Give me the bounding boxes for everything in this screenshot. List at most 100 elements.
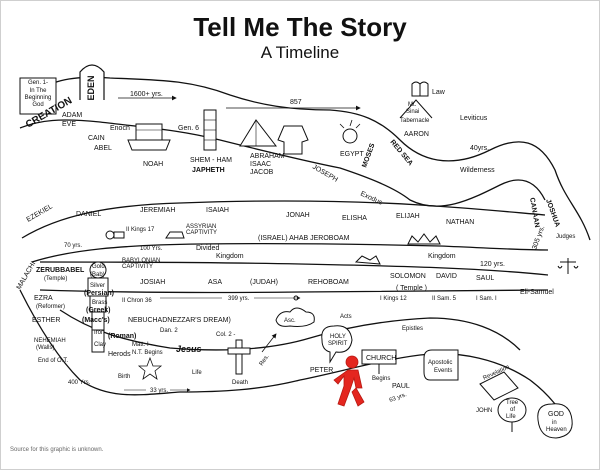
acts-label: Acts bbox=[340, 314, 352, 320]
judges-label: Judges bbox=[556, 234, 575, 240]
assyrian-label-1: ASSYRIAN bbox=[186, 224, 216, 230]
page-subtitle: A Timeline bbox=[261, 43, 339, 62]
redsea-label: RED SEA bbox=[388, 139, 413, 167]
elisamuel-label: Eli-Samuel bbox=[520, 289, 554, 296]
eden-label: EDEN bbox=[86, 75, 96, 100]
canaan-label: CANAAN bbox=[528, 197, 540, 228]
dan2-label: Dan. 2 bbox=[160, 328, 178, 334]
peter-label: PETER bbox=[310, 367, 333, 374]
revelation-scroll bbox=[479, 371, 519, 401]
apostolic-scroll bbox=[423, 349, 459, 381]
jacob-label: JACOB bbox=[250, 169, 274, 176]
tree-of-life-icon bbox=[497, 397, 527, 432]
chron36-label: II Chron 36 bbox=[122, 298, 152, 304]
yrs305-label: 305 yrs. bbox=[531, 225, 546, 251]
ezra-label: EZRA bbox=[34, 295, 53, 302]
babylonian-label-1: BABYLONIAN bbox=[122, 258, 160, 264]
yrs400-label: 400 Yrs. bbox=[68, 380, 91, 386]
beginning-label-2: Beginning bbox=[25, 95, 52, 101]
res-label: Res. bbox=[259, 353, 271, 367]
malachi-label: MALACHI bbox=[16, 261, 38, 291]
tree-label-1: Tree bbox=[506, 400, 519, 406]
holy-spirit-bubble bbox=[321, 325, 353, 364]
herods-label: Herods bbox=[108, 351, 131, 358]
tree-label-2: of bbox=[510, 407, 515, 413]
zerubbabel-label: ZERUBBABEL bbox=[36, 267, 85, 274]
yrs40-label: 40yrs. bbox=[470, 145, 489, 152]
exodus-label: Exodus bbox=[359, 190, 384, 206]
daniel-label: DANIEL bbox=[76, 211, 101, 218]
wilderness-label: Wilderness bbox=[460, 167, 495, 174]
source-note: Source for this graphic is unknown. bbox=[10, 447, 104, 453]
sam1-1-label: I Sam. I bbox=[476, 296, 497, 302]
elijah-label: ELIJAH bbox=[396, 213, 420, 220]
divided-kingdom-label: Kingdom bbox=[216, 253, 244, 260]
zerubbabel-temple-label: (Temple) bbox=[44, 276, 67, 282]
church-label: CHURCH bbox=[366, 355, 396, 362]
cain-label: CAIN bbox=[88, 135, 105, 142]
tent-icon bbox=[239, 119, 278, 147]
divided-label: Divided bbox=[196, 245, 219, 252]
apostolic-label-2: Events bbox=[434, 368, 452, 374]
isaac-label: ISAAC bbox=[250, 161, 271, 168]
abraham-label: ABRAHAM bbox=[250, 153, 285, 160]
walls-label: (Walls) bbox=[36, 345, 54, 351]
holyspirit-label-1: HOLY bbox=[330, 334, 346, 340]
josiah-label: JOSIAH bbox=[140, 279, 165, 286]
judah-label: (JUDAH) bbox=[250, 279, 278, 286]
jonah-label: JONAH bbox=[286, 212, 310, 219]
scales-icon bbox=[557, 258, 579, 274]
israel-label: (ISRAEL) AHAB JEROBOAM bbox=[258, 235, 350, 242]
yrs70-label: 70 yrs. bbox=[64, 243, 82, 249]
sinai-label-2: Sinai bbox=[406, 109, 419, 115]
law-tablets-icon bbox=[411, 81, 429, 97]
shackle-icon bbox=[105, 230, 125, 240]
law-label: Law bbox=[432, 89, 446, 96]
rocks-icon bbox=[354, 255, 381, 265]
ascension-cloud bbox=[275, 307, 315, 327]
assyrian-label-2: CAPTIVITY bbox=[186, 230, 217, 236]
temple-label: ( Temple ) bbox=[396, 285, 427, 292]
yrs120-label: 120 yrs. bbox=[480, 261, 505, 268]
sam2-5-label: II Sam. 5 bbox=[432, 296, 457, 302]
david-label: DAVID bbox=[436, 273, 457, 280]
creation-panel: Gen. 1- In The Beginning God CREATION AD… bbox=[19, 77, 82, 131]
god-label: God bbox=[32, 102, 43, 108]
brass-label: Brass bbox=[92, 300, 107, 306]
eve-label: EVE bbox=[62, 121, 76, 128]
cross-icon bbox=[227, 339, 251, 375]
eden-gate: EDEN bbox=[79, 64, 105, 101]
iron-label: Iron bbox=[94, 330, 104, 336]
paul-label: PAUL bbox=[392, 383, 410, 390]
tabernacle-label: Tabernacle bbox=[400, 118, 430, 124]
gen1-label: Gen. 1- bbox=[28, 80, 48, 86]
burning-bush-icon bbox=[339, 119, 361, 144]
kingdom-label: Kingdom bbox=[428, 253, 456, 260]
apostolic-label-1: Apostolic bbox=[428, 360, 452, 366]
babel-tower-icon bbox=[203, 109, 217, 151]
begins-label: Begins bbox=[372, 376, 390, 382]
coat-icon bbox=[277, 125, 309, 155]
asc-label: Asc. bbox=[284, 318, 296, 324]
end-ot-label: End of O.T. bbox=[38, 358, 68, 364]
macc-label: (Macc's) bbox=[82, 317, 110, 324]
death-label: Death bbox=[232, 380, 248, 386]
yrs33-label: 33 yrs. bbox=[150, 388, 168, 394]
page-title: Tell Me The Story bbox=[193, 12, 407, 42]
ezekiel-label: EZEKIEL bbox=[26, 203, 55, 224]
birth-label: Birth bbox=[118, 374, 130, 380]
sinai-mountain bbox=[399, 99, 433, 119]
babylonian-label-2: CAPTIVITY bbox=[122, 264, 153, 270]
holyspirit-label-2: SPIRIT bbox=[328, 341, 348, 347]
epistles-label: Epistles bbox=[402, 326, 423, 332]
persian-label: (Persian) bbox=[84, 290, 114, 297]
middle-band-lower bbox=[39, 261, 549, 294]
middle-band-upper bbox=[21, 200, 549, 263]
roman-label: (Roman) bbox=[108, 333, 136, 340]
nebu-label: NEBUCHADNEZZAR'S DREAM) bbox=[128, 317, 231, 324]
col2-label: Col. 2 - bbox=[216, 332, 235, 338]
yrs100-label: 100 Yrs. bbox=[140, 246, 163, 252]
statue-figure bbox=[87, 261, 109, 353]
silver-label: Silver bbox=[90, 283, 105, 289]
abel-label: ABEL bbox=[94, 145, 112, 152]
